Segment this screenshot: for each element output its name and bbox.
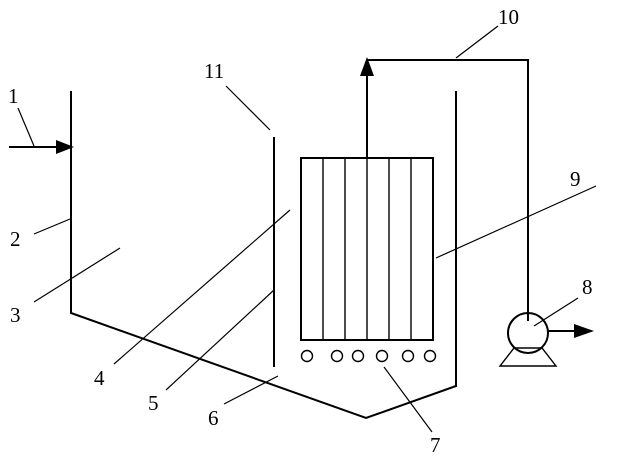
inlet-arrow bbox=[9, 140, 74, 154]
suction-pump bbox=[498, 312, 594, 367]
aerator-hole bbox=[330, 349, 344, 363]
tank-wall bbox=[70, 91, 457, 420]
label-5: 5 bbox=[148, 391, 159, 415]
label-2: 2 bbox=[10, 227, 21, 251]
label-3: 3 bbox=[10, 303, 21, 327]
membrane-tubes bbox=[322, 158, 412, 340]
aerator-hole bbox=[300, 349, 314, 363]
aerator-hole bbox=[423, 349, 437, 363]
aerator-hole bbox=[401, 349, 415, 363]
label-9: 9 bbox=[570, 167, 581, 191]
label-4: 4 bbox=[94, 366, 105, 390]
aerator-hole bbox=[351, 349, 365, 363]
number-labels: 1 2 3 4 5 6 7 8 9 10 11 bbox=[8, 5, 593, 457]
label-7: 7 bbox=[430, 433, 441, 457]
label-1: 1 bbox=[8, 84, 19, 108]
label-11: 11 bbox=[204, 59, 224, 83]
aerator-hole bbox=[375, 349, 389, 363]
permeate-pipe bbox=[360, 57, 529, 321]
label-6: 6 bbox=[208, 406, 219, 430]
aerator-pipe bbox=[300, 349, 437, 363]
leader-lines bbox=[17, 25, 597, 433]
label-10: 10 bbox=[498, 5, 519, 29]
label-8: 8 bbox=[582, 275, 593, 299]
